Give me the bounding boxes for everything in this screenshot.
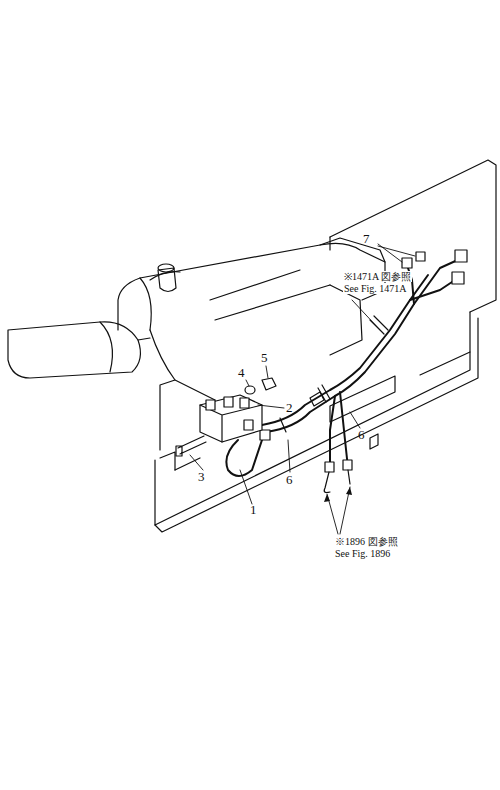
callout-number: 3 <box>198 470 205 484</box>
air-cleaner <box>8 322 150 378</box>
callout-number: 6 <box>286 473 293 487</box>
lead-wires <box>324 470 350 493</box>
reference-note: See Fig. 1471A <box>343 283 408 294</box>
reference-note: ※1896 図参照 <box>334 536 399 547</box>
relay-block <box>200 395 262 442</box>
reference-note: ※1471A 図参照 <box>343 271 412 282</box>
leader-lines <box>190 244 415 534</box>
reference-note: See Fig. 1896 <box>334 548 391 559</box>
tag-plate <box>330 376 395 422</box>
callout-number: 6 <box>358 428 365 442</box>
arrowheads <box>324 487 352 502</box>
callout-number: 7 <box>363 232 370 246</box>
callout-number: 2 <box>286 401 293 415</box>
callout-number: 5 <box>261 351 268 365</box>
frame-outline <box>155 160 496 532</box>
callout-number: 4 <box>238 366 245 380</box>
connectors <box>260 250 467 472</box>
nut <box>262 378 276 390</box>
harness-clamps <box>280 316 388 432</box>
wiring-harness <box>226 258 462 476</box>
engine-body <box>118 238 385 450</box>
washer <box>245 386 255 394</box>
callout-number: 1 <box>250 503 257 517</box>
bolt <box>176 436 206 456</box>
